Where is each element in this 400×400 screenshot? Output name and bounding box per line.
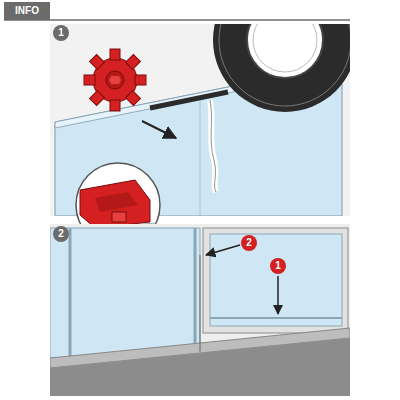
step-number: 1 [53,25,69,41]
leader-arrow [206,245,240,255]
header-tab [4,2,50,20]
panel-two-art [50,228,350,396]
callout-number: 2 [241,235,257,251]
panel-two [50,224,350,396]
step-number: 2 [53,226,69,242]
header-rule [4,19,350,21]
header-title: INFO [4,2,50,20]
leader-arrow [277,276,279,314]
callout-number: 1 [270,258,286,274]
